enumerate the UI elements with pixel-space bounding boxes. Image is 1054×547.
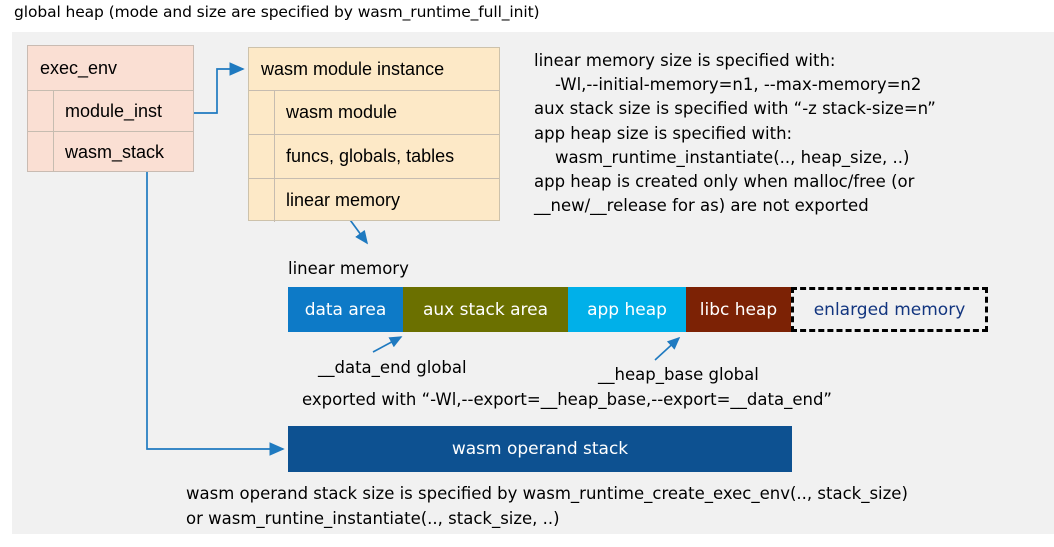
- segment-libc-heap: libc heap: [686, 287, 791, 332]
- module-instance-gutter: [249, 179, 275, 222]
- exec-env-gutter: [28, 132, 54, 172]
- segment-aux-stack-area: aux stack area: [403, 287, 568, 332]
- segment-enlarged-memory: enlarged memory: [791, 287, 988, 332]
- wasm-module-instance-box: wasm module instance wasm module funcs, …: [248, 47, 500, 222]
- module-instance-field-wasm-module: wasm module: [286, 102, 398, 122]
- operand-stack-size-note: wasm operand stack size is specified by …: [186, 484, 908, 528]
- heap-base-global-caption: __heap_base global: [598, 365, 759, 384]
- module-instance-field-funcs-globals-tables: funcs, globals, tables: [286, 146, 455, 166]
- module-instance-field-row: funcs, globals, tables: [249, 135, 499, 179]
- wasm-operand-stack-box: wasm operand stack: [288, 426, 792, 472]
- exec-env-header-label: exec_env: [40, 57, 118, 78]
- exec-env-header-row: exec_env: [28, 46, 193, 91]
- wasm-operand-stack-label: wasm operand stack: [451, 439, 629, 459]
- module-instance-header-row: wasm module instance: [249, 48, 499, 91]
- module-instance-field-row: linear memory: [249, 179, 499, 222]
- exec-env-gutter: [28, 91, 54, 131]
- exported-with-note: exported with “-Wl,--export=__heap_base,…: [302, 390, 832, 409]
- data-end-global-caption: __data_end global: [318, 358, 467, 377]
- linear-memory-bar: data area aux stack area app heap libc h…: [288, 287, 988, 332]
- exec-env-field-row: wasm_stack: [28, 132, 193, 172]
- module-instance-header-label: wasm module instance: [261, 58, 445, 79]
- module-instance-field-linear-memory: linear memory: [286, 190, 401, 210]
- segment-app-heap: app heap: [568, 287, 686, 332]
- linear-memory-caption: linear memory: [288, 259, 409, 278]
- segment-app-heap-label: app heap: [587, 299, 667, 320]
- segment-libc-heap-label: libc heap: [699, 299, 778, 320]
- module-instance-gutter: [249, 135, 275, 178]
- segment-enlarged-memory-label: enlarged memory: [813, 299, 966, 320]
- exec-env-field-module-inst: module_inst: [65, 100, 163, 121]
- exec-env-field-wasm-stack: wasm_stack: [65, 141, 165, 162]
- segment-aux-stack-area-label: aux stack area: [422, 299, 549, 320]
- linear-memory-notes: linear memory size is specified with: -W…: [534, 51, 936, 216]
- segment-data-area-label: data area: [304, 299, 387, 320]
- module-instance-gutter: [249, 91, 275, 134]
- exec-env-box: exec_env module_inst wasm_stack: [27, 45, 194, 172]
- exec-env-field-row: module_inst: [28, 91, 193, 132]
- page-title: global heap (mode and size are specified…: [14, 3, 540, 21]
- segment-data-area: data area: [288, 287, 403, 332]
- module-instance-field-row: wasm module: [249, 91, 499, 135]
